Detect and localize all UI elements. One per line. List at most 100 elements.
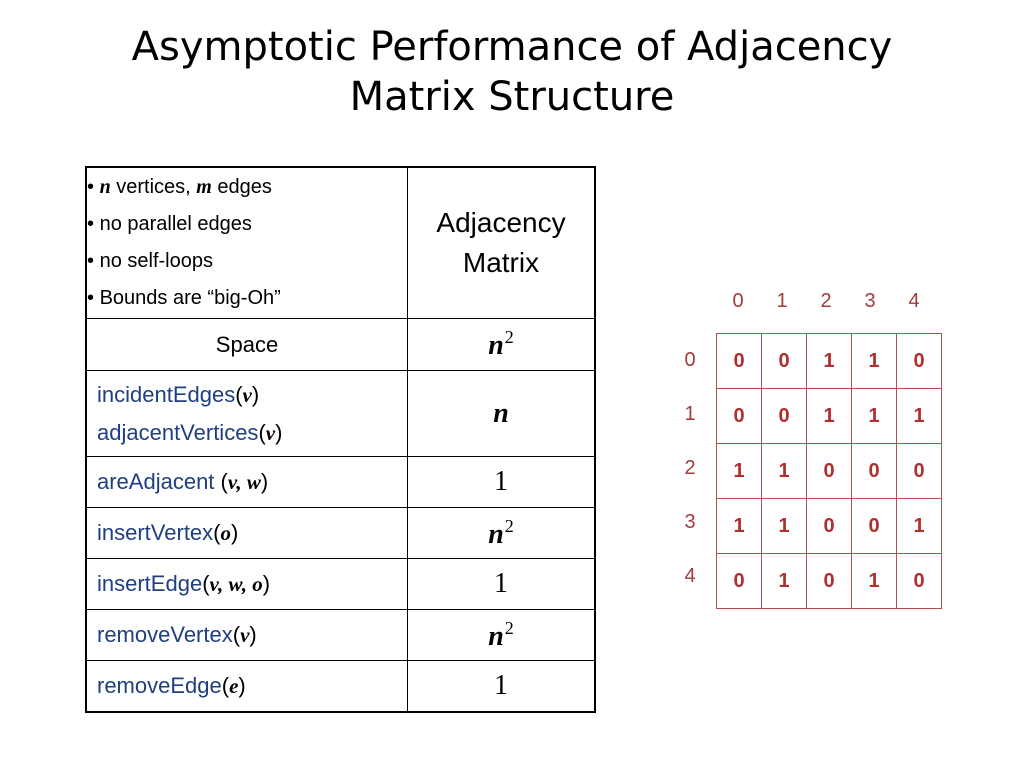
remove-edge-row: removeEdge(e) 1 <box>85 660 596 712</box>
insert-edge-row: insertEdge(v, w, o) 1 <box>85 558 596 610</box>
matrix-cell: 0 <box>896 553 942 609</box>
col-label: 1 <box>776 290 788 312</box>
assumption-text: edges <box>211 176 272 198</box>
insert-edge-bound: 1 <box>407 558 596 610</box>
paren: ( <box>220 469 228 494</box>
matrix-cell: 0 <box>851 443 897 499</box>
matrix-cell: 0 <box>716 553 762 609</box>
col-label: 2 <box>820 290 832 312</box>
matrix-cell: 0 <box>806 498 852 554</box>
paren: ( <box>213 520 221 545</box>
matrix-row-labels: 0 1 2 3 4 <box>680 333 700 603</box>
header-line-1: Adjacency <box>436 207 566 238</box>
op-name: removeVertex <box>97 622 233 647</box>
incident-ops: incidentEdges(v) adjacentVertices(v) <box>85 370 408 457</box>
column-header: Adjacency Matrix <box>407 166 596 319</box>
op-adjacent-vertices: adjacentVertices(v) <box>97 414 407 452</box>
paren: ) <box>231 520 239 545</box>
op-args: v <box>242 382 252 407</box>
are-adjacent-bound: 1 <box>407 456 596 508</box>
matrix-cell: 1 <box>716 498 762 554</box>
paren: ) <box>251 381 260 407</box>
op-args: v <box>240 623 250 647</box>
matrix-cell: 1 <box>806 388 852 444</box>
var-n: n <box>99 176 111 198</box>
paren: ( <box>232 622 241 647</box>
matrix-cell: 1 <box>896 388 942 444</box>
op-name: areAdjacent <box>97 469 221 494</box>
matrix-column-labels: 0 1 2 3 4 <box>716 290 936 313</box>
row-label: 0 <box>684 349 696 371</box>
matrix-cell: 1 <box>851 388 897 444</box>
matrix-cell: 1 <box>761 498 807 554</box>
bound-exp: 2 <box>504 617 514 638</box>
col-label: 3 <box>864 290 876 312</box>
matrix-cell: 0 <box>896 443 942 499</box>
performance-table: • n vertices, m edges • no parallel edge… <box>85 166 596 713</box>
matrix-cell: 0 <box>851 498 897 554</box>
op-name: insertVertex <box>97 520 214 545</box>
row-label: 2 <box>684 457 696 479</box>
op-args: v, w <box>227 470 261 494</box>
space-bound: n2 <box>407 318 596 371</box>
assumption-text: no parallel edges <box>99 213 252 235</box>
assumption-item: • no self-loops <box>87 243 407 280</box>
matrix-cell: 0 <box>896 333 942 389</box>
op-insert-vertex: insertVertex(o) <box>85 507 408 559</box>
matrix-cell: 0 <box>806 443 852 499</box>
title-line-1: Asymptotic Performance of Adjacency <box>131 24 893 70</box>
paren: ) <box>249 622 257 647</box>
bullet: • <box>87 213 95 235</box>
paren: ( <box>202 571 210 596</box>
space-label: Space <box>85 318 408 371</box>
bound-exp: 2 <box>504 515 514 536</box>
op-are-adjacent: areAdjacent (v, w) <box>85 456 408 508</box>
bound-exp: 2 <box>504 327 514 347</box>
assumption-text: Bounds are “big-Oh” <box>99 287 281 309</box>
op-args: o <box>220 521 232 545</box>
paren: ) <box>275 419 283 445</box>
matrix-cell: 0 <box>806 553 852 609</box>
bullet: • <box>87 250 95 272</box>
assumption-item: • n vertices, m edges <box>87 169 407 206</box>
op-remove-edge: removeEdge(e) <box>85 660 408 712</box>
are-adjacent-row: areAdjacent (v, w) 1 <box>85 456 596 508</box>
col-label: 0 <box>732 290 744 312</box>
matrix-cell: 0 <box>761 333 807 389</box>
op-args: v, w, o <box>209 572 263 596</box>
insert-vertex-bound: n2 <box>407 507 596 559</box>
remove-vertex-row: removeVertex(v) n2 <box>85 609 596 661</box>
bound-var: n <box>493 397 509 429</box>
assumption-text: vertices, <box>110 176 197 198</box>
slide-title: Asymptotic Performance of Adjacency Matr… <box>0 22 1024 122</box>
bound-var: n <box>488 620 504 652</box>
matrix-cell: 1 <box>851 553 897 609</box>
op-name: insertEdge <box>97 571 203 596</box>
matrix-cell: 0 <box>716 388 762 444</box>
row-label: 4 <box>684 565 696 587</box>
bullet: • <box>87 176 95 198</box>
matrix-cell: 1 <box>851 333 897 389</box>
remove-vertex-bound: n2 <box>407 609 596 661</box>
paren: ( <box>221 672 230 698</box>
matrix-cell: 1 <box>716 443 762 499</box>
op-args: v <box>265 420 276 445</box>
remove-edge-bound: 1 <box>407 660 596 712</box>
paren: ) <box>260 469 269 494</box>
paren: ) <box>262 571 271 596</box>
assumption-item: • Bounds are “big-Oh” <box>87 280 407 317</box>
bound-var: n <box>488 330 504 361</box>
paren: ( <box>235 381 243 407</box>
var-m: m <box>196 176 212 198</box>
matrix-cell: 0 <box>716 333 762 389</box>
header-row: • n vertices, m edges • no parallel edge… <box>85 166 596 319</box>
paren: ( <box>258 419 266 445</box>
paren: ) <box>238 672 246 698</box>
matrix-cell: 1 <box>806 333 852 389</box>
incident-row: incidentEdges(v) adjacentVertices(v) n <box>85 370 596 457</box>
op-incident-edges: incidentEdges(v) <box>97 376 407 414</box>
op-name: adjacentVertices <box>97 419 259 445</box>
